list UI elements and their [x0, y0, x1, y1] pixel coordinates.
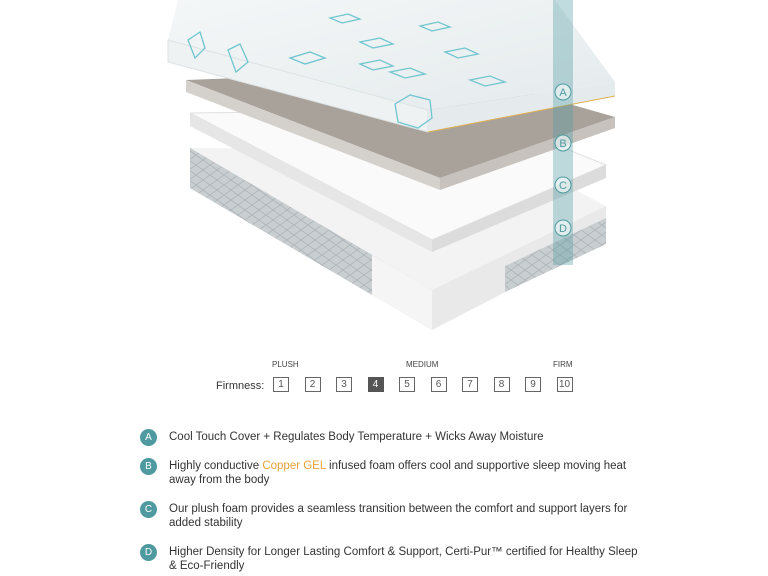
- marker-d: D: [554, 219, 572, 237]
- marker-a: A: [554, 83, 572, 101]
- feature-b-text-end: infused foam offers cool and supportive …: [169, 460, 627, 486]
- firmness-level-2: 2: [304, 377, 321, 392]
- firmness-level-7: 7: [462, 377, 478, 392]
- copper-gel-highlight: Copper GEL: [262, 460, 326, 472]
- marker-c: C: [554, 176, 572, 194]
- firmness-level-9: 9: [525, 377, 541, 392]
- firmness-level-10: 10: [556, 377, 573, 392]
- layer-a-cool-touch-cover: [167, 0, 616, 133]
- scale-label-plush: PLUSH: [272, 360, 299, 369]
- svg-text:A: A: [559, 87, 567, 99]
- feature-d-text: Higher Density for Longer Lasting Comfor…: [169, 546, 638, 572]
- feature-b-text-start: Highly conductive: [169, 460, 263, 472]
- marker-badge-c: C: [140, 501, 157, 518]
- firmness-level-6: 6: [430, 377, 447, 392]
- marker-badge-b: B: [140, 458, 157, 475]
- firmness-label: Firmness:: [216, 380, 265, 392]
- svg-text:B: B: [559, 138, 566, 150]
- scale-label-firm: FIRM: [553, 360, 573, 369]
- svg-text:D: D: [559, 223, 567, 235]
- mattress-layers-illustration: A B C D: [167, 0, 616, 330]
- firmness-level-4: 4: [367, 377, 384, 392]
- firmness-level-1: 1: [273, 377, 289, 392]
- marker-badge-a: A: [140, 429, 157, 446]
- firmness-level-8: 8: [493, 377, 510, 392]
- scale-label-medium: MEDIUM: [406, 360, 439, 369]
- firmness-level-3: 3: [336, 377, 352, 392]
- feature-b-text: Highly conductive Copper GEL infused foa…: [169, 459, 639, 487]
- marker-b: B: [554, 134, 572, 152]
- firmness-level-5: 5: [399, 377, 415, 392]
- svg-text:C: C: [559, 180, 567, 192]
- feature-a-text: Cool Touch Cover + Regulates Body Temper…: [169, 431, 544, 443]
- feature-c-text: Our plush foam provides a seamless trans…: [169, 503, 628, 529]
- layer-marker-column: [553, 0, 573, 265]
- marker-badge-d: D: [140, 544, 157, 561]
